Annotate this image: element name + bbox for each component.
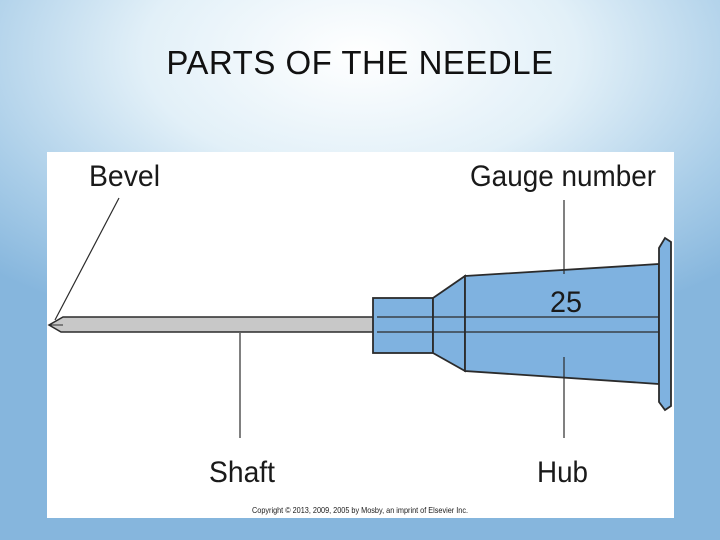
copyright-text: Copyright © 2013, 2009, 2005 by Mosby, a… bbox=[252, 505, 468, 515]
needle-diagram: Bevel Gauge number 25 Shaft Hub Copyrigh… bbox=[47, 152, 674, 518]
bevel-leader bbox=[54, 197, 120, 321]
hub-collar bbox=[372, 297, 434, 354]
bevel-label: Bevel bbox=[89, 160, 160, 193]
hub-cone bbox=[432, 274, 466, 373]
gauge-number-label: Gauge number bbox=[470, 160, 656, 193]
needle-diagram-svg: Bevel Gauge number 25 Shaft Hub Copyrigh… bbox=[47, 160, 672, 515]
needle-shaft bbox=[47, 316, 378, 333]
hub-label: Hub bbox=[537, 456, 588, 489]
slide-title: PARTS OF THE NEEDLE bbox=[166, 44, 554, 81]
shaft-label: Shaft bbox=[209, 456, 276, 489]
hub-body bbox=[464, 263, 660, 385]
hub-flange bbox=[658, 236, 672, 412]
gauge-value-label: 25 bbox=[550, 286, 582, 319]
